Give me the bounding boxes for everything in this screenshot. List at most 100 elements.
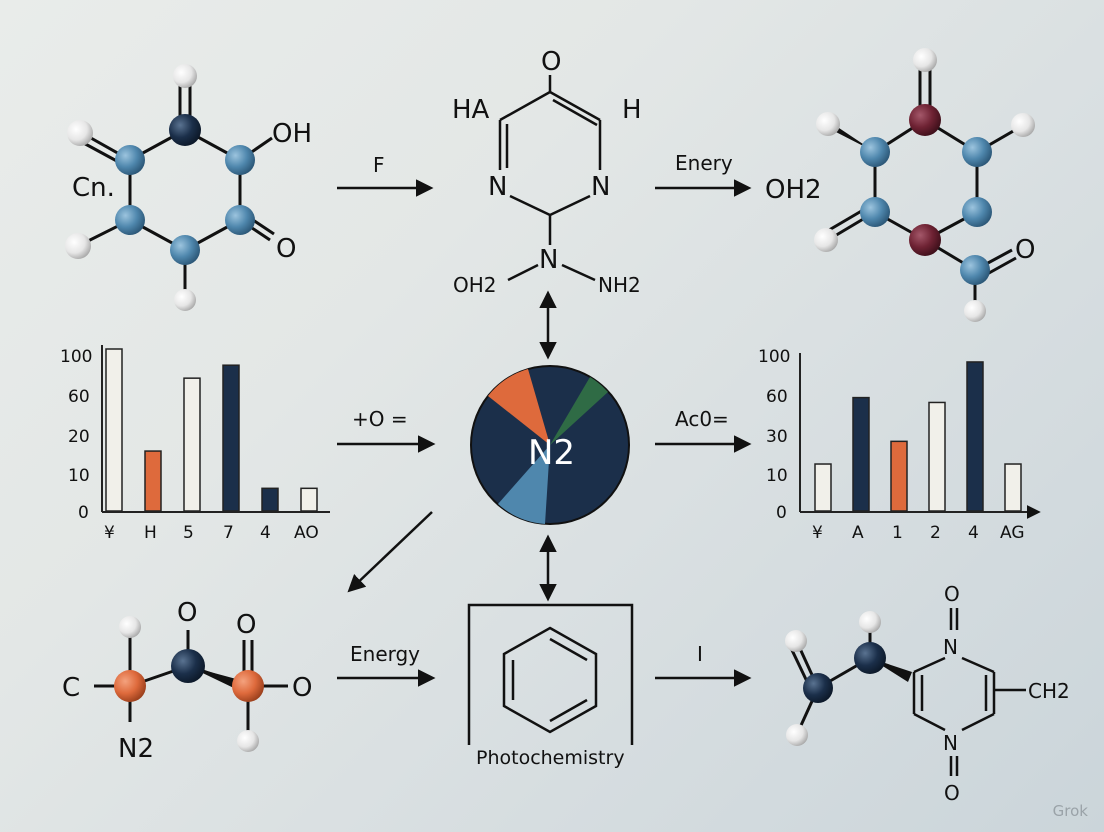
label-o: O [1015,235,1035,265]
hydrogen-atom [1011,113,1035,137]
bar-ao [300,487,318,512]
benzene-double-bonds [511,637,588,723]
photochemistry-box: Photochemistry [467,603,634,769]
bar-h [144,450,162,512]
orange-atom [114,670,146,702]
y-tick-label: 30 [766,427,788,447]
pie-slice-blue [498,445,550,524]
x-tick-label: ¥ [812,523,823,543]
arrow-diagonal [347,511,433,593]
molecule-top-left: Cn. OH O [65,64,312,311]
label-oh: OH [272,119,312,149]
label-o: O [541,47,561,77]
carbon-atom [854,642,886,674]
molecule-bottom-right: O N N O CH2 [785,582,1070,805]
benzene-ring [502,626,598,734]
bar-2 [928,401,946,512]
x-tick-label: 4 [968,523,979,543]
orange-atom [232,670,264,702]
y-tick-label: 100 [60,347,92,367]
hydrogen-atom [816,112,840,136]
hydrogen-atom [786,724,808,746]
arrow-label-i: I [697,642,703,666]
bar-1 [890,440,908,512]
label-o: O [292,673,312,703]
bar-7 [222,364,240,512]
watermark: Grok [1053,802,1088,820]
blue-atom [860,137,890,167]
circle-label-n2: N2 [528,433,575,473]
blue-atom [860,197,890,227]
y-tick-label: 10 [68,466,90,486]
label-n-top: N [943,635,958,659]
arrow-label-enery: Enery [675,151,733,175]
label-n-bottom: N [943,731,958,755]
bars-right [814,361,1022,512]
y-tick-label: 20 [68,427,90,447]
blue-atom [115,145,145,175]
hydrogen-atom [174,289,196,311]
hydrogen-atom [859,611,881,633]
label-n-right: N [591,172,610,202]
carbon-atom [171,649,205,683]
bonds-top-right [823,66,1023,308]
label-o-bottom: O [944,781,960,805]
x-tick-label: AG [1000,523,1025,543]
x-tick-label: 5 [183,523,194,543]
hydrogen-atom [173,64,197,88]
label-o: O [276,234,296,264]
hydrogen-atom [119,616,141,638]
bar-chart-right: 100 60 30 10 0 ¥ A 1 2 4 AG [758,347,1041,543]
x-tick-label: AO [294,523,319,543]
bar-¥ [814,463,832,512]
maroon-atom [909,224,941,256]
label-n-bottom: N [539,245,558,275]
bar-ag [1004,463,1022,512]
label-h: H [622,95,642,125]
bar-4 [966,361,984,512]
blue-atom [170,235,200,265]
pyrazine-ring [912,608,1026,776]
bar-a [852,396,870,512]
label-ha: HA [452,95,490,125]
maroon-atom [909,104,941,136]
label-oh2: OH2 [453,273,497,297]
blue-atom [225,205,255,235]
bars-left [105,348,318,512]
blue-atom [115,205,145,235]
x-tick-label: 7 [223,523,234,543]
molecule-top-right: O [814,48,1035,322]
molecule-bottom-left: C O O O N2 [62,598,312,764]
pie-slice-orange [488,369,550,445]
y-tick-label: 0 [776,503,787,523]
label-o: O [177,598,197,628]
label-cn: Cn. [72,173,115,203]
arrow-label-plus-o: +O = [352,407,408,431]
watermark-text: Grok [1052,802,1088,820]
bar-4 [261,487,279,512]
arrows [337,179,752,687]
x-tick-label: 4 [260,523,271,543]
hydrogen-atom [237,730,259,752]
label-o: O [236,610,256,640]
label-o-top: O [944,582,960,606]
bar-¥ [105,348,123,512]
y-tick-label: 60 [766,387,788,407]
y-tick-label: 10 [766,466,788,486]
hydrogen-atom [65,233,91,259]
box-frame [467,603,634,745]
label-nh2: NH2 [598,273,641,297]
y-tick-label: 0 [78,503,89,523]
label-c: C [62,673,80,703]
bar-5 [183,377,201,512]
x-tick-label: 2 [930,523,941,543]
x-tick-label: ¥ [104,523,115,543]
carbon-atom [169,114,201,146]
arrow-label-energy: Energy [350,642,420,666]
blue-atom [960,255,990,285]
x-tick-label: H [144,523,157,543]
bar-chart-left: 100 60 20 10 0 ¥ H 5 7 4 AO [60,345,330,543]
hydrogen-atom [913,48,937,72]
y-tick-label: 100 [758,347,790,367]
